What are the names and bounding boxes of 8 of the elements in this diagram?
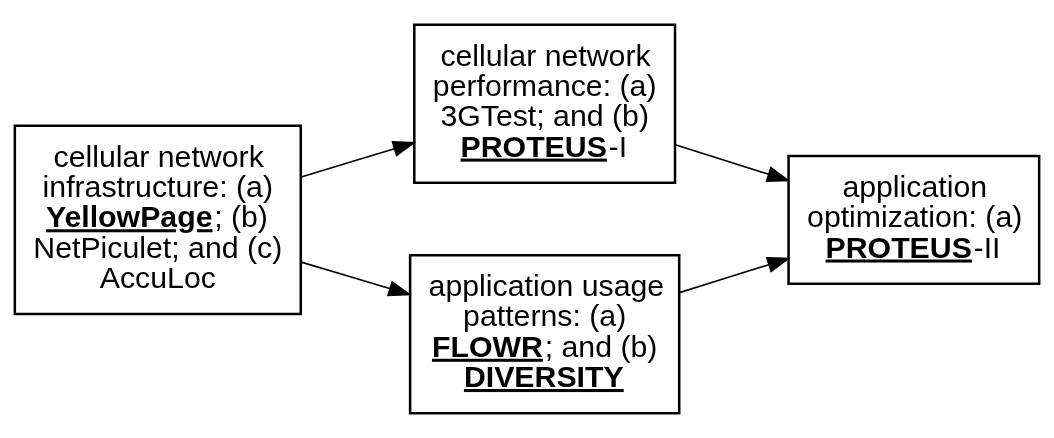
- arrow: [300, 141, 417, 178]
- arrow: [674, 143, 791, 182]
- node-box: application usage patterns: (a) FLOWR; and (b) DIVERSITY: [408, 253, 681, 415]
- node-box: application optimization: (a) PROTEUS-II: [787, 154, 1041, 285]
- node-box: cellular network infrastructure: (a) YellowPage; (b) NetPiculet; and (c) AccuLoc: [13, 124, 303, 316]
- node-box: cellular network performance: (a) 3GTest; and (b) PROTEUS-I: [413, 23, 677, 185]
- arrow: [678, 256, 791, 294]
- arrow: [300, 261, 412, 297]
